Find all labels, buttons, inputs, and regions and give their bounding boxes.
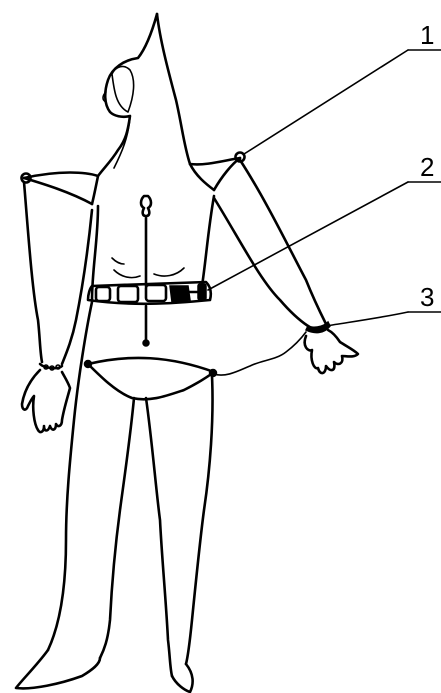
right-leg	[146, 376, 213, 692]
briefs	[85, 358, 217, 399]
callout-1: 1	[244, 20, 441, 154]
callout-2-number: 2	[420, 152, 434, 182]
torso	[92, 196, 214, 346]
right-arm	[214, 160, 358, 373]
callout-1-number: 1	[420, 20, 434, 50]
callout-3-leader	[326, 312, 408, 326]
shoulder-line	[22, 153, 245, 205]
tether-line	[214, 332, 306, 375]
weight-belt	[88, 282, 211, 304]
callout-2: 2	[208, 152, 441, 290]
zipper-pull	[141, 196, 151, 216]
callout-3-number: 3	[420, 282, 434, 312]
callout-1-leader	[244, 50, 408, 154]
hood	[92, 14, 214, 204]
left-arm	[22, 182, 92, 432]
callout-3: 3	[326, 282, 441, 326]
